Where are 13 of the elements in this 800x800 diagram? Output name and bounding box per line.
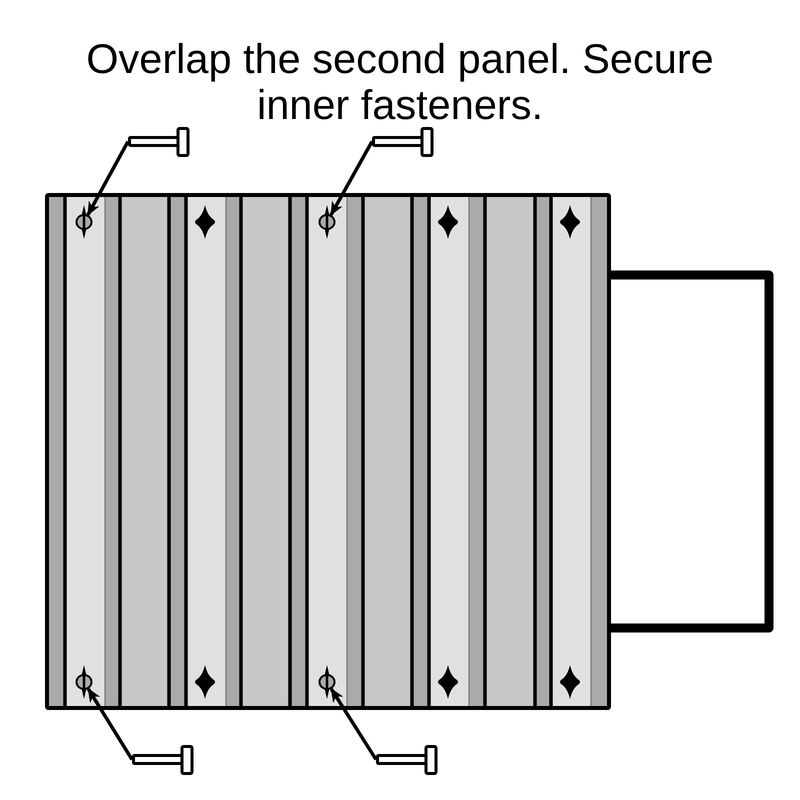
arrow (86, 140, 130, 216)
hole-icon (318, 665, 336, 699)
screw-icon (376, 745, 438, 775)
screw-icon (128, 127, 190, 157)
arrow (86, 688, 134, 760)
screw-icon (372, 127, 434, 157)
title: Overlap the second panel. Secure inner fasteners. (85, 36, 715, 128)
arrow (329, 140, 374, 216)
hole-icon (76, 665, 92, 699)
arrow (330, 688, 378, 760)
screw-icon (132, 745, 194, 775)
hole-icon (318, 205, 336, 239)
hole-icon (76, 205, 92, 239)
